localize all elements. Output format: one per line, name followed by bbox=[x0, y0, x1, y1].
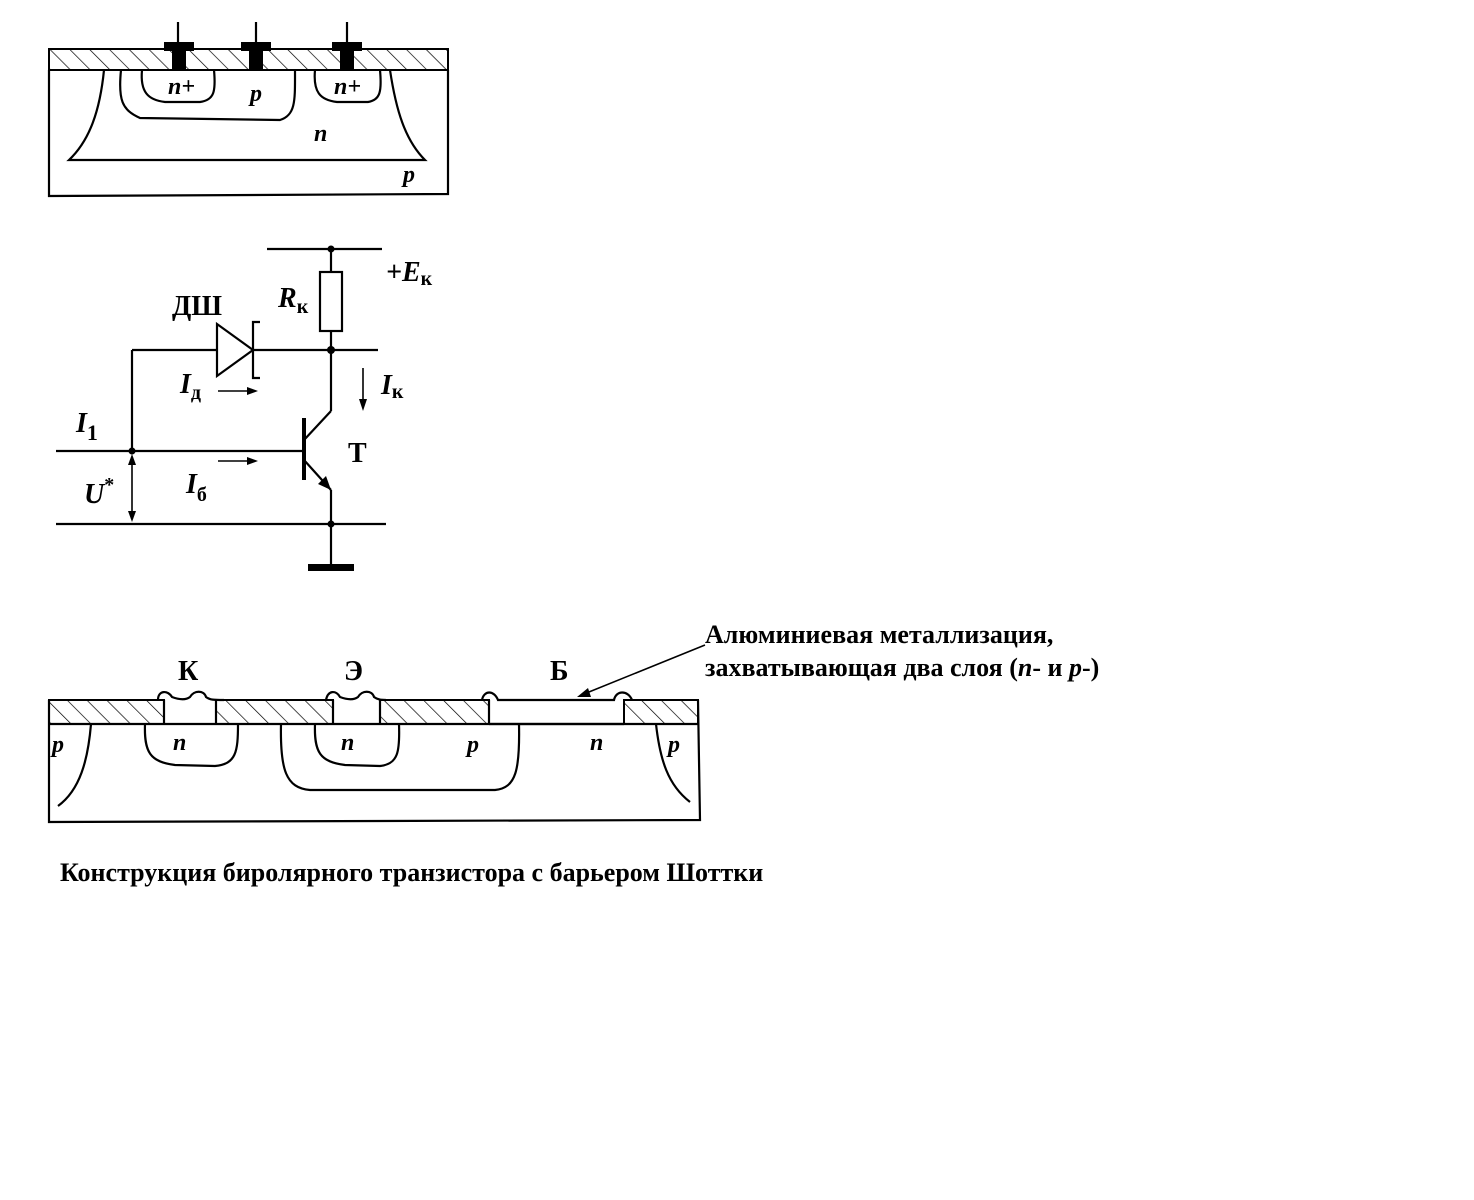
bottom-oxide-3 bbox=[379, 699, 490, 725]
label-diode: ДШ bbox=[172, 291, 222, 322]
label-collector-current: Iк bbox=[380, 370, 404, 403]
contact-base-metal bbox=[480, 691, 634, 702]
contact-emitter bbox=[324, 690, 387, 702]
n-emitter-region bbox=[313, 723, 401, 768]
top-oxide-layer bbox=[48, 48, 449, 71]
ground-symbol bbox=[308, 564, 354, 571]
top-label-n-plus-right: n+ bbox=[334, 74, 361, 100]
top-structure: n+ p n+ n p bbox=[47, 22, 450, 198]
top-substrate-outline bbox=[47, 70, 450, 198]
p-base-region bbox=[279, 723, 521, 792]
n-collector-contact-region bbox=[143, 723, 240, 768]
p-isolation-left bbox=[57, 723, 93, 807]
region-p-left-label: p bbox=[50, 732, 64, 758]
region-n-collector-label: n bbox=[173, 730, 186, 756]
top-label-p-substrate: p bbox=[401, 162, 415, 188]
terminal-collector-label: К bbox=[178, 656, 199, 687]
annotation-line-2: захватывающая два слоя (n- и p-) bbox=[705, 653, 1099, 682]
top-n-plus-right-boundary bbox=[313, 69, 382, 104]
bottom-oxide-2 bbox=[215, 699, 334, 725]
label-diode-current: Iд bbox=[179, 369, 201, 404]
contact-collector bbox=[156, 690, 225, 702]
annotation-arrow bbox=[583, 644, 706, 695]
p-isolation-right bbox=[654, 723, 691, 803]
label-voltage: U* bbox=[84, 474, 114, 510]
label-transistor: Т bbox=[348, 438, 367, 469]
top-label-p-base: p bbox=[248, 81, 262, 107]
bottom-structure: К Э Б Алюминиевая металлизация, захватыв… bbox=[47, 620, 1099, 824]
circuit-schematic: Rк +Eк ДШ Iд Iк I1 Iб U* Т bbox=[56, 245, 433, 571]
region-n-right-label: n bbox=[590, 730, 603, 756]
region-p-base-label: p bbox=[465, 732, 479, 758]
region-n-emitter-label: n bbox=[341, 730, 354, 756]
resistor-rk bbox=[318, 270, 344, 333]
label-input-current: I1 bbox=[75, 408, 98, 445]
figure-caption: Конструкция биролярного транзистора с ба… bbox=[60, 858, 763, 887]
terminal-base-label: Б bbox=[550, 656, 569, 687]
top-n-plus-left-boundary bbox=[140, 69, 216, 104]
top-label-n-plus-left: n+ bbox=[168, 74, 195, 100]
label-supply: +Eк bbox=[386, 257, 433, 290]
top-n-collector-boundary bbox=[66, 69, 428, 162]
region-p-right-label: p bbox=[666, 732, 680, 758]
top-p-base-boundary bbox=[119, 69, 297, 122]
label-resistor: Rк bbox=[277, 283, 309, 318]
annotation-line-1: Алюминиевая металлизация, bbox=[705, 620, 1053, 649]
top-label-n-collector: n bbox=[314, 121, 327, 147]
label-base-current: Iб bbox=[185, 469, 207, 506]
top-contacts bbox=[164, 22, 362, 71]
schottky-diode bbox=[215, 321, 255, 379]
bottom-oxide-4 bbox=[623, 699, 699, 725]
terminal-emitter-label: Э bbox=[344, 656, 363, 687]
bottom-substrate-outline bbox=[47, 699, 702, 824]
bottom-oxide-1 bbox=[48, 699, 165, 725]
